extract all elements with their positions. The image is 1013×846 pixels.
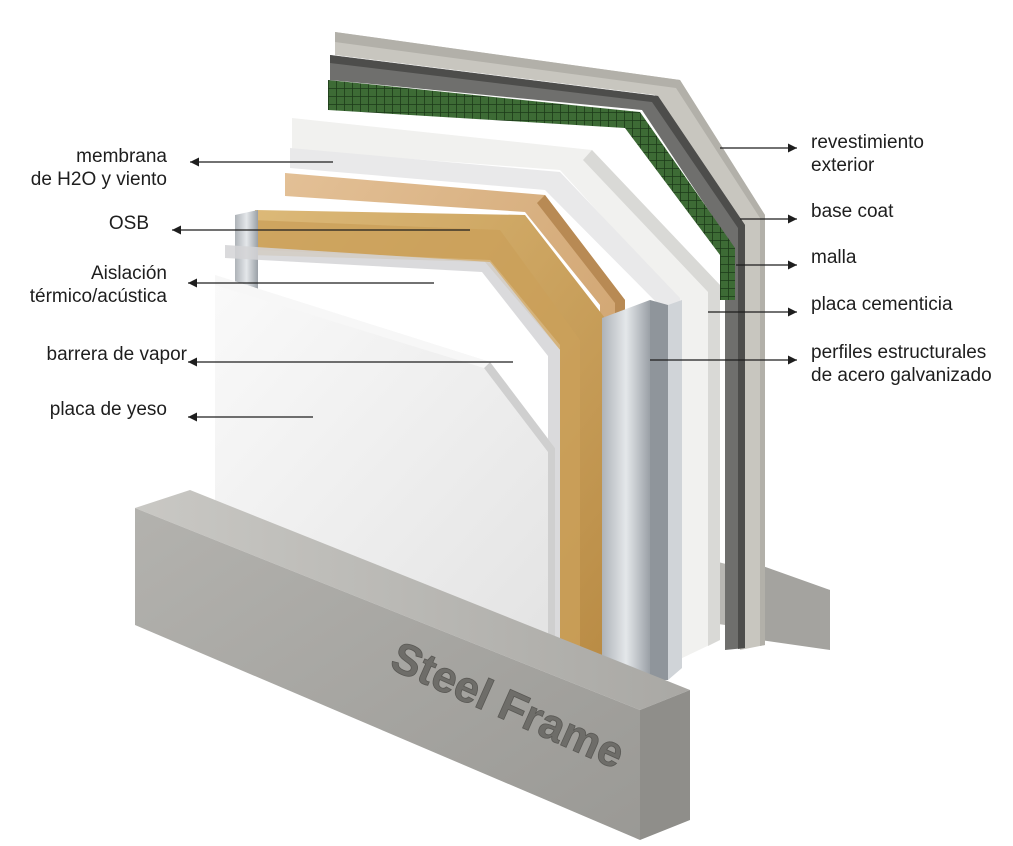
label-revestimiento: revestimiento exterior (811, 131, 924, 177)
label-cementicia-line1: placa cementicia (811, 294, 953, 315)
label-revestimiento-line2: exterior (811, 155, 875, 176)
label-basecoat: base coat (811, 200, 893, 223)
label-aislacion-line1: Aislación (90, 263, 167, 284)
label-yeso-line1: placa de yeso (49, 399, 167, 420)
label-aislacion: Aislación térmico/acústica (30, 262, 167, 308)
label-osb-line1: OSB (108, 213, 149, 234)
label-malla-line1: malla (811, 247, 857, 268)
layer-placa-yeso (215, 275, 555, 645)
label-membrana-line1: membrana (76, 146, 167, 167)
label-barrera: barrera de vapor (47, 343, 187, 366)
label-barrera-line1: barrera de vapor (46, 344, 187, 365)
label-osb: OSB (109, 212, 149, 235)
label-perfiles-line2: de acero galvanizado (811, 365, 992, 386)
layer-aislacion (250, 210, 605, 672)
label-membrana: membrana de H2O y viento (31, 145, 167, 191)
concrete-base (135, 490, 690, 840)
label-cementicia: placa cementicia (811, 293, 953, 316)
leader-lines (172, 143, 797, 422)
label-basecoat-line1: base coat (811, 201, 894, 222)
label-membrana-line2: de H2O y viento (30, 169, 167, 190)
label-perfiles: perfiles estructurales de acero galvaniz… (811, 341, 992, 387)
label-yeso: placa de yeso (50, 398, 167, 421)
layer-malla (328, 80, 735, 300)
label-malla: malla (811, 246, 856, 269)
layer-perfiles-acero (235, 210, 682, 680)
label-perfiles-line1: perfiles estructurales (811, 342, 987, 363)
label-aislacion-line2: térmico/acústica (29, 286, 167, 307)
label-revestimiento-line1: revestimiento (811, 132, 924, 153)
